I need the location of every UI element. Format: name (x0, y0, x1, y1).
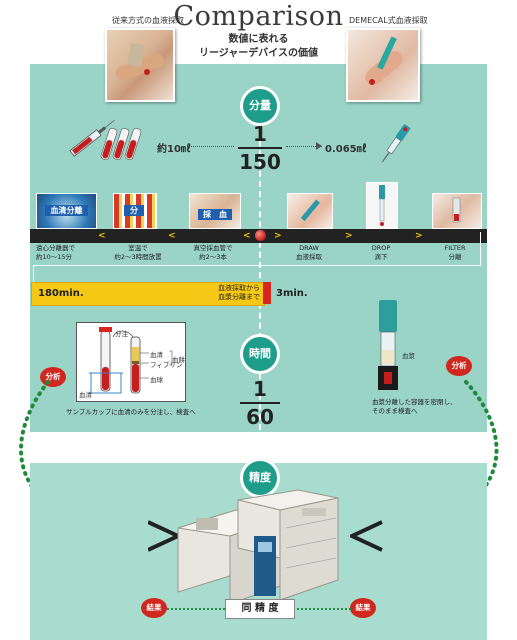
page-subtitle: 数値に表れる リージャーデバイスの価値 (170, 33, 347, 61)
label-bunchu: 分注 (115, 330, 128, 338)
result-tag-left: 結果 (141, 598, 167, 618)
label-blood-cells: 血球 (150, 376, 163, 384)
device-diagram-caption: 血漿分離した容器を密閉し、 そのまま検査へ (372, 398, 457, 415)
demecal-time-bar (263, 282, 271, 304)
serum-separation-illustration (89, 327, 173, 394)
arrow-right-icon (316, 142, 322, 150)
demecal-volume: 0.065㎖ (325, 144, 367, 155)
amount-left-connector (191, 146, 234, 147)
timebar-caption: 血液採取から 血漿分離まで (218, 284, 260, 301)
step-label-draw: DRAW 血液採取 (296, 244, 322, 261)
amount-badge: 分量 (240, 86, 280, 126)
conventional-label: 従来方式の血液採取 (112, 16, 184, 25)
label-plasma: 血漿 (402, 352, 415, 360)
arrow-into-analyzer-right-icon (350, 520, 383, 552)
label-clot: 血餅 (172, 356, 185, 364)
subtitle-line1: 数値に表れる (228, 34, 289, 45)
conventional-tube-diagram: 分注 血清 フィブリン 血餅 血球 血清 (76, 322, 186, 402)
chevron-left-icon: < (168, 231, 176, 241)
step-label-room-temp: 室温で 約2～3時間放置 (114, 244, 162, 261)
conventional-time-value: 180min. (38, 288, 84, 299)
amount-fraction: 1 150 (236, 122, 284, 174)
chevron-right-icon: > (274, 231, 282, 241)
time-badge: 時間 (240, 334, 280, 374)
result-link-right (293, 608, 351, 610)
conventional-time-bar: 180min. 血液採取から 血漿分離まで (31, 282, 265, 306)
step-label-centrifuge: 遠心分離器で 約10～15分 (36, 244, 75, 261)
arm-with-syringe-icon (115, 42, 165, 81)
chevron-right-icon: > (415, 231, 423, 241)
time-fraction-denominator: 60 (246, 405, 274, 429)
result-tag-right: 結果 (350, 598, 376, 618)
time-fraction: 1 60 (238, 377, 282, 429)
step-label-vacuum-tube: 真空採血管で 約2～3本 (193, 244, 233, 261)
conventional-volume: 約10㎖ (157, 144, 191, 155)
drop-step-photo (366, 182, 398, 229)
chevron-left-icon: < (243, 231, 251, 241)
step-label-drop: DROP 滴下 (371, 244, 391, 261)
page-title: Comparison (173, 1, 344, 32)
center-divider (259, 110, 261, 430)
syringe-and-tubes-icon (69, 119, 142, 160)
centrifuge-photo: 血清分離 (36, 193, 97, 229)
conventional-blood-draw-photo (105, 28, 175, 102)
bracket-left (33, 265, 37, 282)
amount-right-connector (286, 146, 322, 147)
analyzer-machine-illustration (177, 489, 339, 605)
filter-step-photo (432, 193, 482, 229)
chevron-left-icon: < (98, 231, 106, 241)
hands-filter-icon (452, 197, 461, 223)
bracket-top (33, 265, 481, 266)
tube-rack-photo: 分 (113, 193, 157, 229)
dropper-tube-icon (379, 185, 385, 226)
step-label-filter: FILTER 分離 (444, 244, 466, 261)
tube-diagram-caption: サンプルカップに血清のみを分注し、検査へ (66, 408, 196, 416)
chevron-right-icon: > (345, 231, 353, 241)
finger-capillary-icon (300, 199, 321, 222)
tube-rack-photo-label: 分 (124, 205, 144, 216)
bracket-right (480, 232, 481, 265)
amount-fraction-numerator: 1 (253, 122, 267, 146)
demecal-label: DEMECAL式血液採取 (349, 16, 428, 25)
time-fraction-numerator: 1 (253, 377, 267, 401)
demecal-blood-draw-photo (346, 28, 420, 102)
demecal-time-value: 3min. (276, 288, 308, 299)
analysis-tag-right: 分析 (446, 356, 472, 376)
finger-prick-icon (365, 36, 403, 85)
draw-step-photo (287, 193, 333, 229)
result-link-left (167, 608, 225, 610)
vacuum-draw-photo: 採 血 (189, 193, 241, 229)
label-serum-cup: 血清 (79, 391, 92, 399)
centrifuge-photo-label: 血清分離 (45, 205, 88, 216)
amount-fraction-denominator: 150 (239, 150, 281, 174)
demecal-capillary-icon (381, 124, 411, 163)
label-fibrin: フィブリン (150, 361, 183, 369)
vacuum-draw-photo-label: 採 血 (198, 209, 232, 220)
subtitle-line2: リージャーデバイスの価値 (199, 48, 318, 59)
same-accuracy-label: 同 精 度 (225, 599, 295, 619)
demecal-device-illustration (378, 300, 398, 390)
timeline-center-marker (255, 230, 266, 241)
label-serum: 血清 (150, 351, 163, 359)
